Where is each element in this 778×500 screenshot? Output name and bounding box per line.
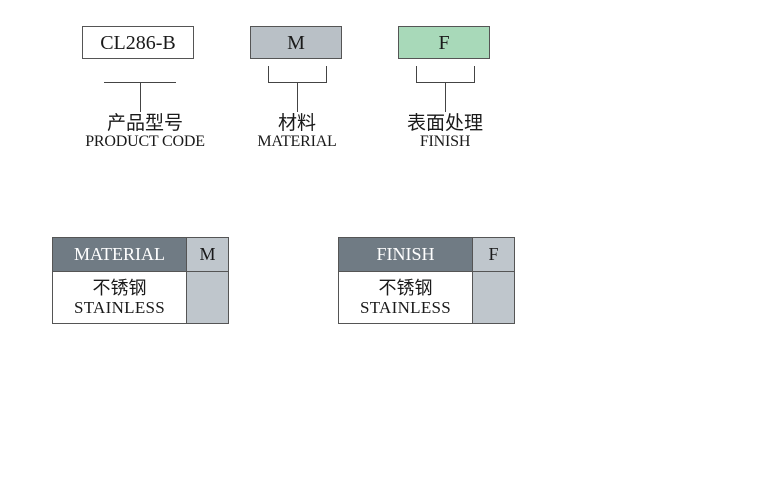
material-bracket-left bbox=[268, 66, 269, 82]
finish-value-en: STAINLESS bbox=[359, 297, 452, 317]
finish-table-header: FINISH bbox=[339, 238, 472, 271]
material-label-en: MATERIAL bbox=[257, 132, 337, 150]
product-code-stem bbox=[140, 82, 141, 112]
product-code-box: CL286-B bbox=[82, 26, 194, 59]
material-label-zh: 材料 bbox=[277, 112, 316, 134]
material-table: MATERIAL M 不锈钢 STAINLESS bbox=[52, 237, 229, 324]
finish-table-code-cell bbox=[472, 271, 514, 323]
material-table-code-text: M bbox=[199, 244, 216, 264]
material-bracket-right bbox=[326, 66, 327, 82]
finish-bracket-right bbox=[474, 66, 475, 82]
finish-label-zh: 表面处理 bbox=[406, 112, 483, 134]
product-code-label-zh: 产品型号 bbox=[106, 112, 183, 134]
finish-value-zh: 不锈钢 bbox=[378, 278, 433, 299]
finish-table: FINISH F 不锈钢 STAINLESS bbox=[338, 237, 515, 324]
material-stem bbox=[297, 82, 298, 112]
finish-table-value: 不锈钢 STAINLESS bbox=[339, 271, 472, 323]
material-table-code-header: M bbox=[186, 238, 228, 271]
finish-code-box: F bbox=[398, 26, 490, 59]
product-code-label-en: PRODUCT CODE bbox=[85, 132, 205, 150]
finish-table-code-text: F bbox=[488, 244, 499, 264]
material-caption: 材料 MATERIAL bbox=[232, 112, 362, 151]
material-table-header: MATERIAL bbox=[53, 238, 186, 271]
finish-bracket-left bbox=[416, 66, 417, 82]
material-table-header-text: MATERIAL bbox=[74, 244, 165, 264]
finish-label-en: FINISH bbox=[419, 132, 471, 150]
finish-caption: 表面处理 FINISH bbox=[385, 112, 505, 151]
material-code-box: M bbox=[250, 26, 342, 59]
product-code-caption: 产品型号 PRODUCT CODE bbox=[60, 112, 230, 151]
material-table-value: 不锈钢 STAINLESS bbox=[53, 271, 186, 323]
finish-table-header-text: FINISH bbox=[376, 244, 435, 264]
finish-table-code-header: F bbox=[472, 238, 514, 271]
product-code-text: CL286-B bbox=[100, 31, 176, 54]
material-table-code-cell bbox=[186, 271, 228, 323]
material-value-en: STAINLESS bbox=[73, 297, 166, 317]
finish-stem bbox=[445, 82, 446, 112]
finish-code-text: F bbox=[438, 31, 450, 54]
material-value-zh: 不锈钢 bbox=[92, 278, 147, 299]
material-code-text: M bbox=[287, 31, 305, 54]
